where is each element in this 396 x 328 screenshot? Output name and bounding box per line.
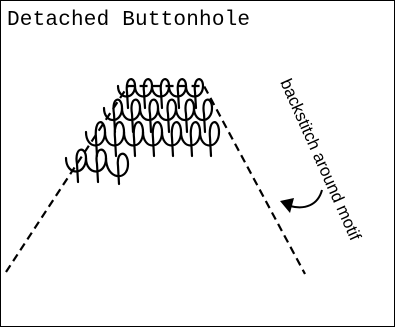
diagram-title: Detached Buttonhole xyxy=(7,9,251,32)
stitch-loop xyxy=(141,121,164,158)
stitch-loop xyxy=(64,148,88,184)
stitch-loop xyxy=(198,121,221,158)
stitch-loop xyxy=(120,98,142,134)
annotation-label: backstitch around motif xyxy=(276,76,365,244)
stitch-loop xyxy=(167,78,188,110)
stitch-loop xyxy=(192,98,214,134)
annotation-arrow xyxy=(280,189,323,213)
arrow-head-icon xyxy=(280,198,294,213)
stitch-row-4 xyxy=(64,148,130,186)
stitch-loop xyxy=(102,98,124,134)
stitch-row-3 xyxy=(84,121,221,158)
stitch-loop xyxy=(104,152,130,186)
arrow-shaft xyxy=(289,189,323,209)
stitch-loop xyxy=(122,121,145,158)
stitch-loop xyxy=(179,121,202,158)
stitch-loop xyxy=(84,148,108,184)
backstitch-outline xyxy=(5,84,306,275)
stitch-row-2 xyxy=(102,98,214,134)
stitch-row-1 xyxy=(116,78,205,110)
stitch-loop xyxy=(103,121,126,158)
stitch-loop xyxy=(160,121,183,158)
stitch-loop xyxy=(184,78,205,110)
stitch-loop xyxy=(150,78,171,110)
